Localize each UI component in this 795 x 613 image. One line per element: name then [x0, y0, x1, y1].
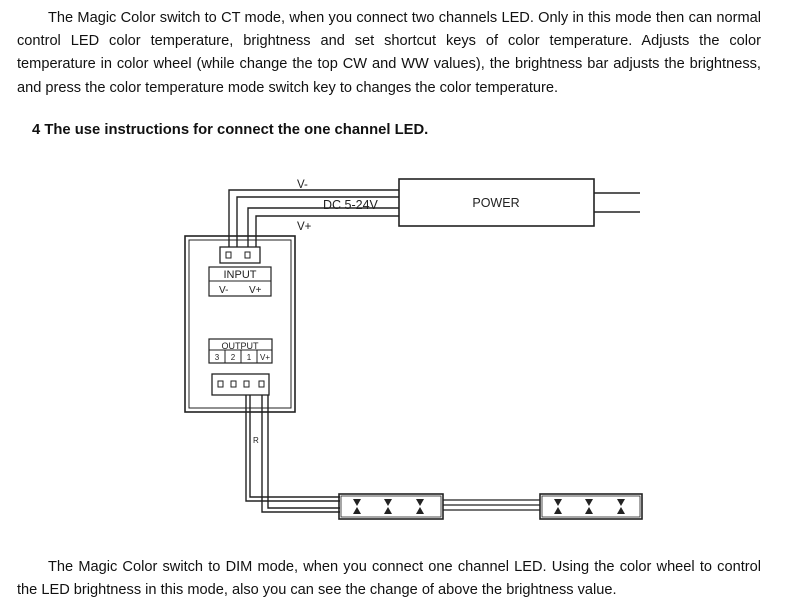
supply-wires — [228, 189, 399, 254]
output-pin-1: 1 — [247, 353, 252, 362]
output-pin-3: 3 — [215, 353, 220, 362]
v-plus-label: V+ — [297, 221, 312, 233]
input-label: INPUT — [224, 269, 257, 281]
output-wires — [245, 395, 340, 513]
led-chip — [353, 499, 625, 514]
controller-box — [184, 235, 296, 413]
ct-mode-paragraph: The Magic Color switch to CT mode, when … — [17, 10, 761, 96]
section-heading: 4 The use instructions for connect the o… — [32, 122, 429, 138]
dim-mode-paragraph: The Magic Color switch to DIM mode, when… — [17, 559, 761, 599]
dc-voltage-label: DC 5-24V — [323, 198, 379, 212]
output-pin-2: 2 — [231, 353, 236, 362]
input-pin-vminus: V- — [219, 285, 228, 296]
led-strip — [338, 493, 643, 520]
output-label: OUTPUT — [222, 341, 260, 351]
input-pin-vplus: V+ — [249, 285, 262, 296]
power-label: POWER — [472, 196, 519, 210]
output-connector: OUTPUT 3 2 1 V+ — [208, 338, 273, 396]
power-supply: POWER — [398, 178, 640, 227]
wire-r-label: R — [253, 436, 259, 445]
output-pin-vplus: V+ — [260, 353, 270, 362]
v-minus-label: V- — [297, 179, 308, 191]
input-connector: INPUT V- V+ — [208, 246, 272, 297]
